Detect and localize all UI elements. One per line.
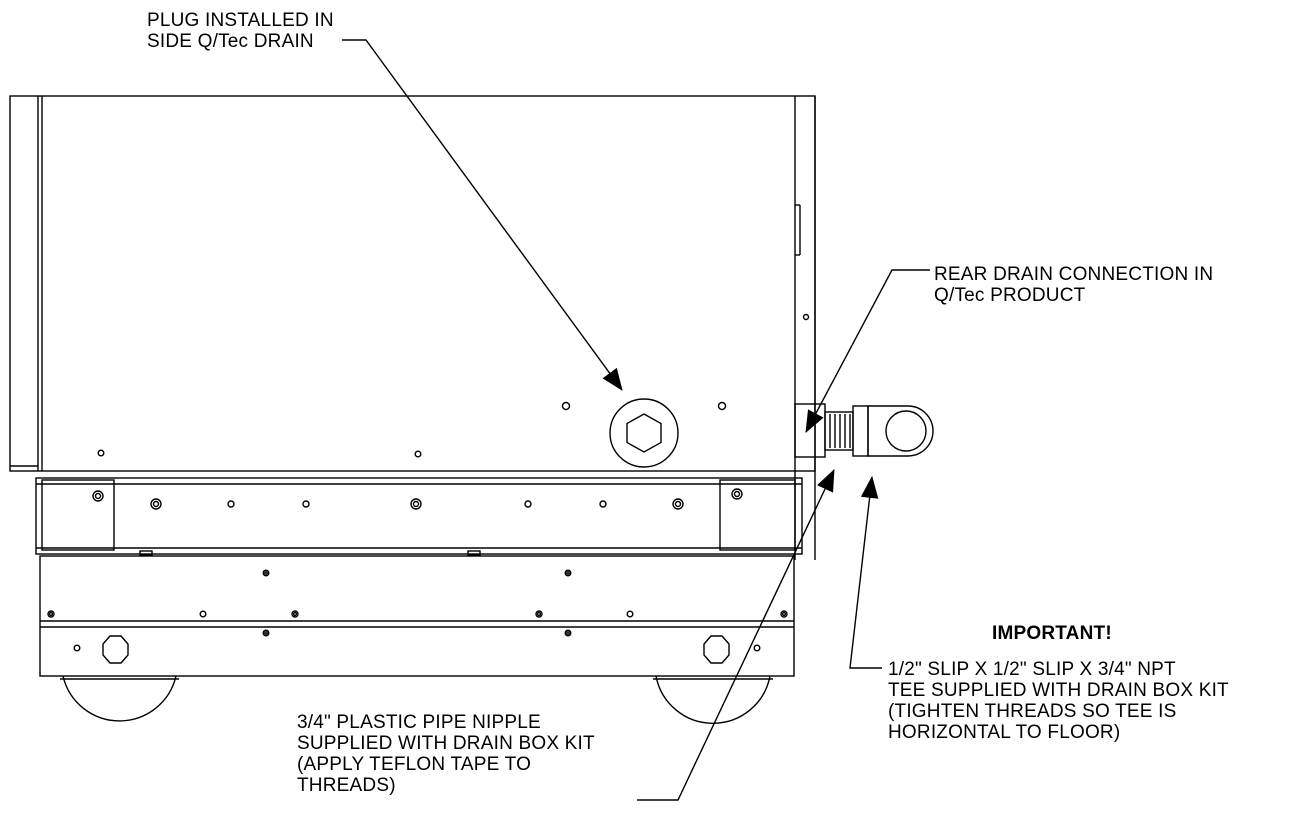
lower-frame — [35, 477, 803, 556]
rear-drain-callout: REAR DRAIN CONNECTION IN Q/Tec PRODUCT — [934, 264, 1214, 306]
side-drain-plug — [609, 398, 679, 468]
nipple-callout: 3/4" PLASTIC PIPE NIPPLE SUPPLIED WITH D… — [297, 712, 595, 796]
cabinet-body — [9, 95, 816, 560]
leader-lines — [342, 39, 930, 801]
tee-callout: 1/2" SLIP X 1/2" SLIP X 3/4" NPT TEE SUP… — [888, 659, 1229, 743]
plug-callout: PLUG INSTALLED IN SIDE Q/Tec DRAIN — [147, 10, 334, 52]
rear-drain-fittings — [794, 403, 934, 458]
base — [39, 555, 795, 677]
wheels — [60, 675, 773, 724]
body-holes — [97, 313, 810, 458]
important-heading: IMPORTANT! — [992, 623, 1112, 644]
